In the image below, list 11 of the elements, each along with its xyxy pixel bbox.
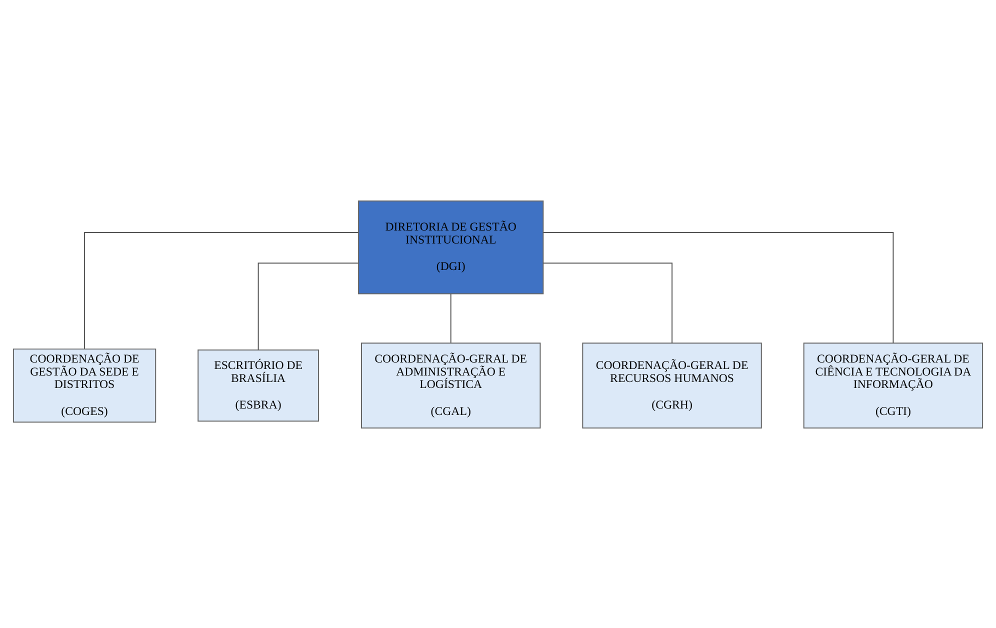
node-box: ESCRITÓRIO DE BRASÍLIA (ESBRA) — [198, 349, 320, 422]
connector — [84, 232, 359, 349]
connector — [450, 292, 452, 343]
node-box: COORDENAÇÃO DE GESTÃO DA SEDE E DISTRITOS (COGES) — [12, 348, 156, 422]
connector — [258, 262, 360, 350]
node-box: COORDENAÇÃO-GERAL DE CIÊNCIA E TECNOLOGIA DA INFORMAÇÃO (CGTI) — [803, 342, 984, 428]
node-box: COORDENAÇÃO-GERAL DE RECURSOS HUMANOS (CGRH) — [582, 342, 762, 428]
node-box: COORDENAÇÃO-GERAL DE ADMINISTRAÇÃO E LOGÍSTICA (CGAL) — [361, 342, 541, 428]
connector — [542, 262, 673, 344]
node-box: DIRETORIA DE GESTÃO INSTITUCIONAL (DGI) — [358, 200, 544, 294]
connector — [542, 232, 894, 343]
